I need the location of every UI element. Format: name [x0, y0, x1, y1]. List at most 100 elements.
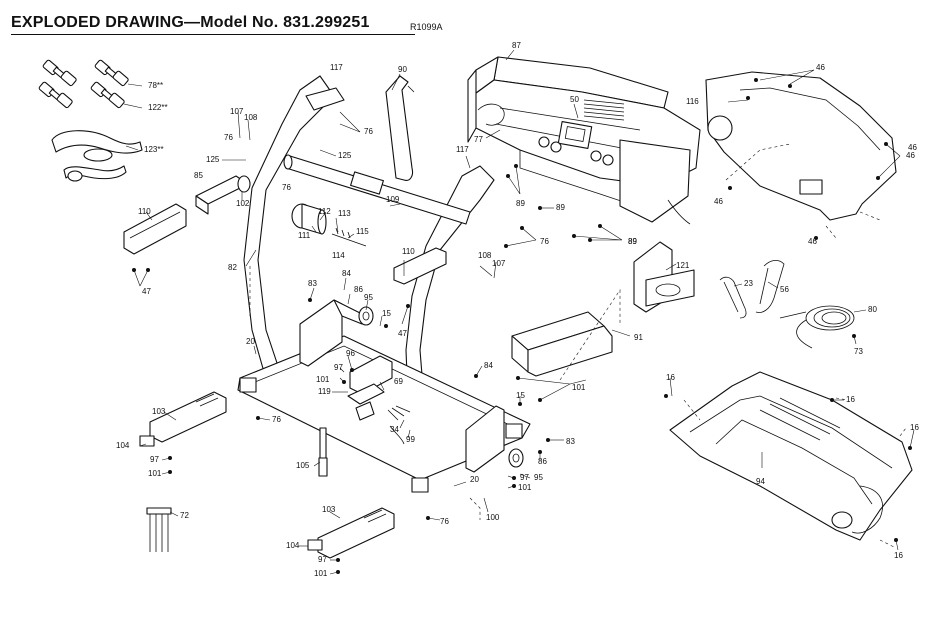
callout-89: 89	[516, 199, 525, 208]
crossbar-109	[283, 154, 471, 225]
callout-76: 76	[224, 133, 233, 142]
callout-97: 97	[334, 363, 343, 372]
callout-89: 89	[628, 237, 637, 246]
callout-15: 15	[382, 309, 391, 318]
callout-108: 108	[478, 251, 492, 260]
callout-86: 86	[354, 285, 363, 294]
callout-110: 110	[138, 207, 151, 216]
title-rule	[11, 34, 415, 35]
callout-94: 94	[756, 477, 765, 486]
callout-16: 16	[846, 395, 855, 404]
cable-80	[779, 305, 855, 349]
callout-95: 95	[534, 473, 543, 482]
callout-107: 107	[230, 107, 244, 116]
roller-95-upper	[358, 306, 374, 326]
callout-76: 76	[540, 237, 549, 246]
foot-103-left	[139, 391, 227, 447]
wires-69	[387, 405, 411, 445]
callout-117: 117	[456, 145, 469, 154]
callout-104: 104	[286, 541, 300, 550]
callout-104: 104	[116, 441, 130, 450]
weights-78	[42, 59, 129, 87]
callout-84: 84	[342, 269, 351, 278]
console-87	[467, 56, 701, 225]
callout-69: 69	[394, 377, 403, 386]
callout-86: 86	[538, 457, 547, 466]
callout-87: 87	[512, 41, 521, 50]
callout-23: 23	[744, 279, 753, 288]
callout-83: 83	[308, 279, 317, 288]
callout-16: 16	[894, 551, 903, 560]
callout-46: 46	[808, 237, 817, 246]
callout-100: 100	[486, 513, 500, 522]
spacer-111	[291, 203, 327, 235]
callout-47: 47	[398, 329, 407, 338]
manual-121	[633, 241, 695, 313]
callout-109: 109	[386, 195, 400, 204]
callout-119: 119	[318, 387, 331, 396]
callout-102: 102	[236, 199, 250, 208]
callout-15: 15	[516, 391, 525, 400]
callout-20: 20	[246, 337, 255, 346]
callout-34: 34	[390, 425, 399, 434]
callout-56: 56	[780, 285, 789, 294]
callout-20: 20	[470, 475, 479, 484]
callout-73: 73	[854, 347, 863, 356]
callout-76: 76	[282, 183, 291, 192]
foot-103-right	[307, 507, 395, 559]
callout-116: 116	[686, 97, 699, 106]
callout-123: 123**	[144, 145, 164, 154]
callout-96: 96	[346, 349, 355, 358]
callout-113: 113	[338, 209, 351, 218]
handlebar-110-right	[393, 247, 447, 285]
callout-46: 46	[816, 63, 825, 72]
callout-121: 121	[676, 261, 690, 270]
callout-99: 99	[406, 435, 415, 444]
fastener-dots	[132, 78, 912, 574]
callout-91: 91	[634, 333, 643, 342]
cable-ties-72	[146, 507, 172, 552]
callout-46: 46	[908, 143, 917, 152]
callout-114: 114	[332, 251, 345, 260]
weights-122	[38, 81, 125, 109]
wire-23	[719, 276, 747, 319]
callout-101: 101	[316, 375, 330, 384]
callout-105: 105	[296, 461, 310, 470]
callout-77: 77	[474, 135, 483, 144]
callout-107: 107	[492, 259, 506, 268]
callout-76: 76	[440, 517, 449, 526]
callout-72: 72	[180, 511, 189, 520]
callout-122: 122**	[148, 103, 168, 112]
callout-97: 97	[520, 473, 529, 482]
callout-80: 80	[868, 305, 877, 314]
callout-76: 76	[272, 415, 281, 424]
callout-16: 16	[910, 423, 919, 432]
lift-tube-105	[318, 427, 328, 477]
callout-101: 101	[314, 569, 328, 578]
callout-111: 111	[298, 231, 311, 240]
callout-125: 125	[338, 151, 352, 160]
drawing-title: EXPLODED DRAWING—Model No. 831.299251	[11, 14, 370, 31]
callout-95: 95	[364, 293, 373, 302]
motor-mount-96	[347, 355, 393, 421]
callout-97: 97	[150, 455, 159, 464]
callout-47: 47	[142, 287, 151, 296]
frame-base	[237, 335, 531, 493]
bracket-right-rear	[465, 405, 505, 473]
callout-101: 101	[572, 383, 586, 392]
strip-90	[385, 75, 415, 181]
callout-89: 89	[628, 237, 637, 246]
callout-46: 46	[714, 197, 723, 206]
callout-110: 110	[402, 247, 415, 256]
callout-78: 78**	[148, 81, 163, 90]
callout-50: 50	[570, 95, 579, 104]
callout-97: 97	[318, 555, 327, 564]
callout-117: 117	[330, 63, 343, 72]
callout-16: 16	[666, 373, 675, 382]
callout-84: 84	[484, 361, 493, 370]
callout-85: 85	[194, 171, 203, 180]
callout-82: 82	[228, 263, 237, 272]
callout-101: 101	[148, 469, 162, 478]
